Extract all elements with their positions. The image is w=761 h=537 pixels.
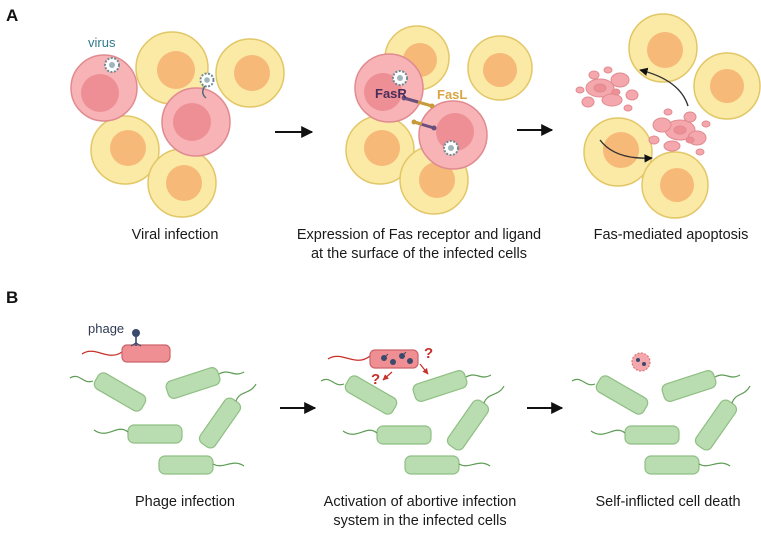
healthy-cell	[641, 151, 709, 219]
apoptotic-cell-fragments	[575, 66, 639, 112]
bacterium	[342, 425, 432, 445]
question-arrow	[419, 363, 429, 375]
caption-line: at the surface of the infected cells	[310, 246, 527, 262]
bacterium	[694, 385, 751, 451]
panel-a-step3-cells	[575, 13, 761, 219]
bacterium	[571, 375, 649, 415]
infected-bacterium	[81, 344, 171, 363]
caption-line: system in the infected cells	[333, 513, 507, 529]
caption-line: Expression of Fas receptor and ligand	[296, 227, 542, 243]
caption-self-inflicted-death: Self-inflicted cell death	[595, 494, 741, 510]
virus-label: virus	[88, 35, 116, 50]
virus-icon	[443, 140, 459, 156]
fas-receptor-ligand-link	[401, 95, 435, 109]
bacterium	[69, 372, 147, 412]
bacterium	[661, 370, 741, 402]
healthy-cell	[467, 35, 533, 101]
fas-receptor-ligand-link	[411, 119, 437, 131]
bacterium	[590, 425, 680, 445]
panel-b-step1-bacteria: phage	[69, 321, 257, 475]
caption-phage-infection: Phage infection	[135, 494, 235, 510]
infected-cell	[70, 54, 138, 122]
bacterium	[198, 383, 257, 449]
infected-bacterium	[327, 349, 419, 369]
fasr-label: FasR	[375, 86, 407, 101]
question-mark: ?	[371, 371, 380, 388]
panel-b-step3-bacteria	[571, 352, 751, 475]
infected-cell	[354, 53, 424, 123]
bacterium	[644, 455, 731, 475]
engulfment-arrow	[599, 139, 653, 163]
healthy-cell	[147, 148, 217, 218]
lysed-bacterium	[631, 352, 651, 372]
phage-icon	[130, 329, 142, 347]
healthy-cell	[135, 31, 209, 105]
panel-a-step2-cells: FasR FasL	[345, 25, 533, 215]
healthy-cell	[345, 115, 415, 185]
bacterium	[158, 455, 245, 475]
bacterium	[446, 385, 505, 451]
caption-fas-apoptosis: Fas-mediated apoptosis	[593, 227, 749, 243]
phage-label: phage	[88, 321, 124, 336]
caption-viral-infection: Viral infection	[131, 227, 219, 243]
panel-b-step2-bacteria: ? ?	[320, 345, 505, 475]
healthy-cell	[583, 117, 653, 187]
infected-cell	[418, 100, 488, 170]
caption-fas-expression: Expression of Fas receptor and ligand at…	[284, 226, 554, 264]
question-arrow	[382, 371, 393, 381]
apoptotic-cell-fragments	[648, 108, 711, 156]
infected-cell	[161, 87, 231, 157]
healthy-cell	[693, 52, 761, 120]
virus-icon	[392, 70, 408, 86]
bacterium	[320, 375, 398, 415]
bacterium	[412, 370, 492, 402]
bacterium	[165, 367, 245, 399]
engulfment-arrow	[639, 67, 689, 107]
bacterium	[93, 424, 183, 444]
caption-line: Activation of abortive infection	[323, 494, 517, 510]
bacterium	[404, 455, 491, 475]
panel-b-letter: B	[6, 288, 19, 307]
panel-a-letter: A	[6, 6, 19, 25]
caption-abortive-infection: Activation of abortive infection system …	[300, 493, 540, 531]
healthy-cell	[628, 13, 698, 83]
question-mark: ?	[424, 345, 433, 362]
virus-icon	[199, 72, 215, 99]
healthy-cell	[215, 38, 285, 108]
virus-icon	[104, 57, 120, 73]
panel-a-step1-cells: virus	[70, 31, 285, 218]
fasl-label: FasL	[437, 87, 467, 102]
healthy-cell	[90, 115, 160, 185]
